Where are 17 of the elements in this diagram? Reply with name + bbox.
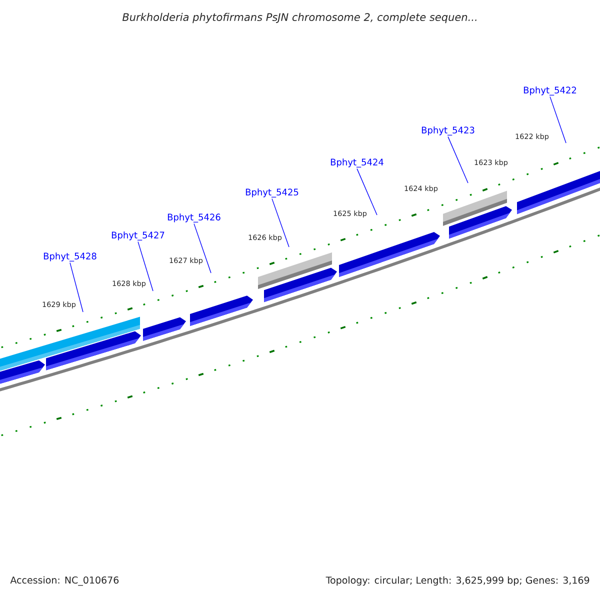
gene-label: Bphyt_5424 <box>330 158 384 168</box>
leader-line <box>194 223 212 274</box>
leader-line <box>448 136 468 184</box>
gene-label: Bphyt_5426 <box>168 214 220 222</box>
leader-line <box>138 241 154 292</box>
leader-line <box>550 96 566 144</box>
gene-label: Bphyt_5428 <box>44 252 96 262</box>
gene-label: Bphyt_5425 <box>246 188 298 198</box>
gene-label: Bphyt_5422 <box>524 86 576 96</box>
gene-label: Bphyt_5427 <box>112 232 164 240</box>
leader-line <box>356 168 378 216</box>
title: Burkholderia phytofirmans PsJN chromosome 2, complete sequen... <box>122 12 476 24</box>
leader-line <box>70 262 84 312</box>
gene-label: Bphyt_5423 <box>422 126 474 136</box>
accession-text: Accession: NC_010676 <box>10 576 119 586</box>
genome-info-text: Topology: circular; Length: 3,625,999 bp; Genes: 3,169 <box>326 576 590 586</box>
leader-line <box>272 198 290 248</box>
